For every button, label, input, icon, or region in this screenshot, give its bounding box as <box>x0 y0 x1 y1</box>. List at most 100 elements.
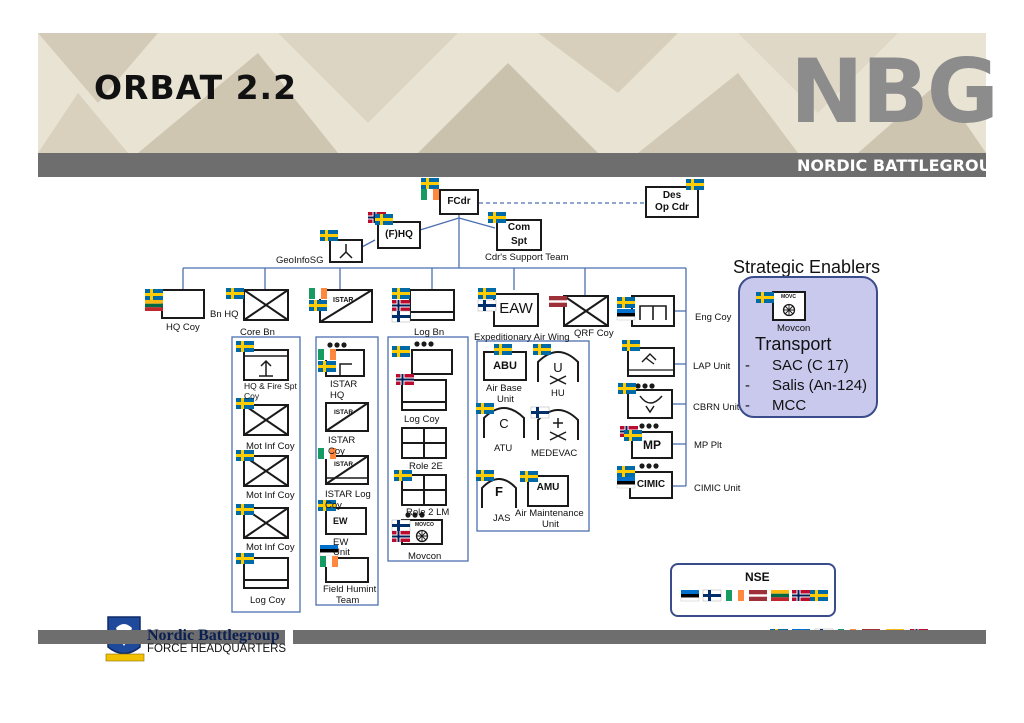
transport-item-2: Salis (An-124) <box>772 377 868 394</box>
istar-coy-label-2: Coy <box>328 446 345 457</box>
medevac-label: MEDEVAC <box>531 448 578 459</box>
geoinfosg-unit <box>320 230 363 263</box>
jas-label: JAS <box>493 513 511 524</box>
group-frames <box>231 336 590 613</box>
air-base-unit-label-2: Unit <box>497 394 514 405</box>
footer-org-sub: FORCE HEADQUARTERS <box>147 643 287 655</box>
field-humint-label-1: Field Humint <box>323 584 377 595</box>
log-bn-sub-unit <box>392 341 453 375</box>
amu-unit <box>520 471 569 507</box>
page-title: ORBAT 2.2 <box>94 68 298 107</box>
fcdr-label: FCdr <box>447 196 471 207</box>
hq-coy-label: HQ Coy <box>166 322 200 333</box>
hu-label: HU <box>551 388 565 399</box>
fhq-unit <box>368 212 421 249</box>
qrf-coy-label: QRF Coy <box>574 328 614 339</box>
istar-hq-unit <box>318 342 365 377</box>
cimic-symbol-text: CIMIC <box>636 479 666 490</box>
ew-symbol-text: EW <box>333 516 348 526</box>
atu-symbol-text: C <box>499 416 509 431</box>
des-op-cdr-label-1: Des <box>662 190 682 201</box>
transport-item-1: SAC (C 17) <box>772 357 849 374</box>
role-2e-label: Role 2E <box>409 461 443 472</box>
header-subtitle: NORDIC BATTLEGROUP <box>797 156 1004 175</box>
movcon-symbol-text: MOVCO <box>415 522 434 528</box>
transport-item-3: MCC <box>772 397 807 414</box>
istar-log-symbol-text: ISTAR <box>334 461 354 468</box>
air-maintenance-unit-label-2: Unit <box>542 519 559 530</box>
ew-label-2: Unit <box>333 547 350 558</box>
eaw-unit <box>477 288 539 327</box>
istar-coy-symbol-text: ISTAR <box>334 409 354 416</box>
istar-log-label-1: ISTAR Log <box>325 489 371 500</box>
air-maintenance-unit-label-1: Air Maintenance <box>515 508 584 519</box>
transport-bullet-1: - <box>745 357 750 374</box>
istar-symbol-text: ISTAR <box>333 297 354 304</box>
istar-unit <box>309 288 373 323</box>
connector-lines <box>182 198 687 487</box>
movcon-label: Movcon <box>408 551 442 562</box>
header-bar <box>38 153 986 177</box>
transport-heading: Transport <box>755 334 832 354</box>
hq-fire-spt-label-2: Coy <box>244 391 260 401</box>
hq-coy-unit <box>145 289 205 319</box>
strategic-enablers-title: Strategic Enablers <box>733 257 881 277</box>
air-base-unit-label-1: Air Base <box>486 383 522 394</box>
istar-coy-label-1: ISTAR <box>328 435 356 446</box>
transport-bullet-3: - <box>745 397 750 414</box>
medevac-unit <box>530 406 579 441</box>
camo-background <box>38 33 986 153</box>
cbrn-unit-label: CBRN Unit <box>693 402 740 413</box>
footer-bar <box>38 630 986 644</box>
mp-plt-unit <box>620 423 673 459</box>
log-bn-label: Log Bn <box>414 327 445 338</box>
eaw-symbol-text: EAW <box>499 300 533 317</box>
abu-unit <box>483 344 527 381</box>
cdr-support-team-label: Cdr's Support Team <box>485 252 569 263</box>
hq-fire-spt-label-1: HQ & Fire Spt <box>244 381 297 391</box>
header-banner <box>38 33 986 153</box>
com-spt-label-1: Com <box>507 222 531 233</box>
des-op-cdr-unit <box>645 179 704 218</box>
eng-coy-label: Eng Coy <box>695 312 732 323</box>
log-coy-2-label: Log Coy <box>404 414 440 425</box>
com-spt-label-2: Spt <box>510 236 528 247</box>
des-op-cdr-label-2: Op Cdr <box>655 202 689 213</box>
ew-label-1: EW <box>333 537 349 548</box>
footer-org-name: Nordic Battlegroup <box>147 627 280 644</box>
ew-unit <box>318 500 367 535</box>
bn-hq-label: Bn HQ <box>210 309 239 320</box>
jas-unit <box>476 470 517 508</box>
hu-symbol-text: U <box>553 360 563 375</box>
cimic-unit <box>616 463 673 499</box>
atu-label: ATU <box>494 443 513 454</box>
lap-unit <box>622 340 675 377</box>
movcon-unit <box>391 512 443 545</box>
mp-plt-label: MP Plt <box>694 440 722 451</box>
amu-symbol-text: AMU <box>536 482 560 493</box>
eaw-label: Expeditionary Air Wing <box>474 332 570 343</box>
mot-inf-coy-3-label: Mot Inf Coy <box>246 542 295 553</box>
istar-hq-label-2: HQ <box>330 390 345 401</box>
istar-log-coy-unit <box>318 448 369 485</box>
field-humint-label-2: Team <box>336 595 360 606</box>
enablers-movcon-label: Movcon <box>777 323 811 334</box>
fcdr-unit <box>421 178 479 215</box>
cbrn-unit <box>618 383 673 419</box>
cimic-unit-label: CIMIC Unit <box>694 483 741 494</box>
abu-symbol-text: ABU <box>493 360 517 372</box>
nse-title: NSE <box>745 570 770 584</box>
istar-coy-unit <box>325 402 369 432</box>
core-bn-label: Core Bn <box>240 327 275 338</box>
log-coy-1-label: Log Coy <box>250 595 286 606</box>
mp-symbol-text: MP <box>643 438 661 452</box>
transport-bullet-2: - <box>745 377 750 394</box>
field-humint-team-unit <box>319 544 369 583</box>
lap-unit-label: LAP Unit <box>693 361 731 372</box>
mot-inf-coy-2-label: Mot Inf Coy <box>246 490 295 501</box>
role-2lm-label: Role 2 LM <box>406 507 450 518</box>
fhq-label: (F)HQ <box>385 229 413 240</box>
